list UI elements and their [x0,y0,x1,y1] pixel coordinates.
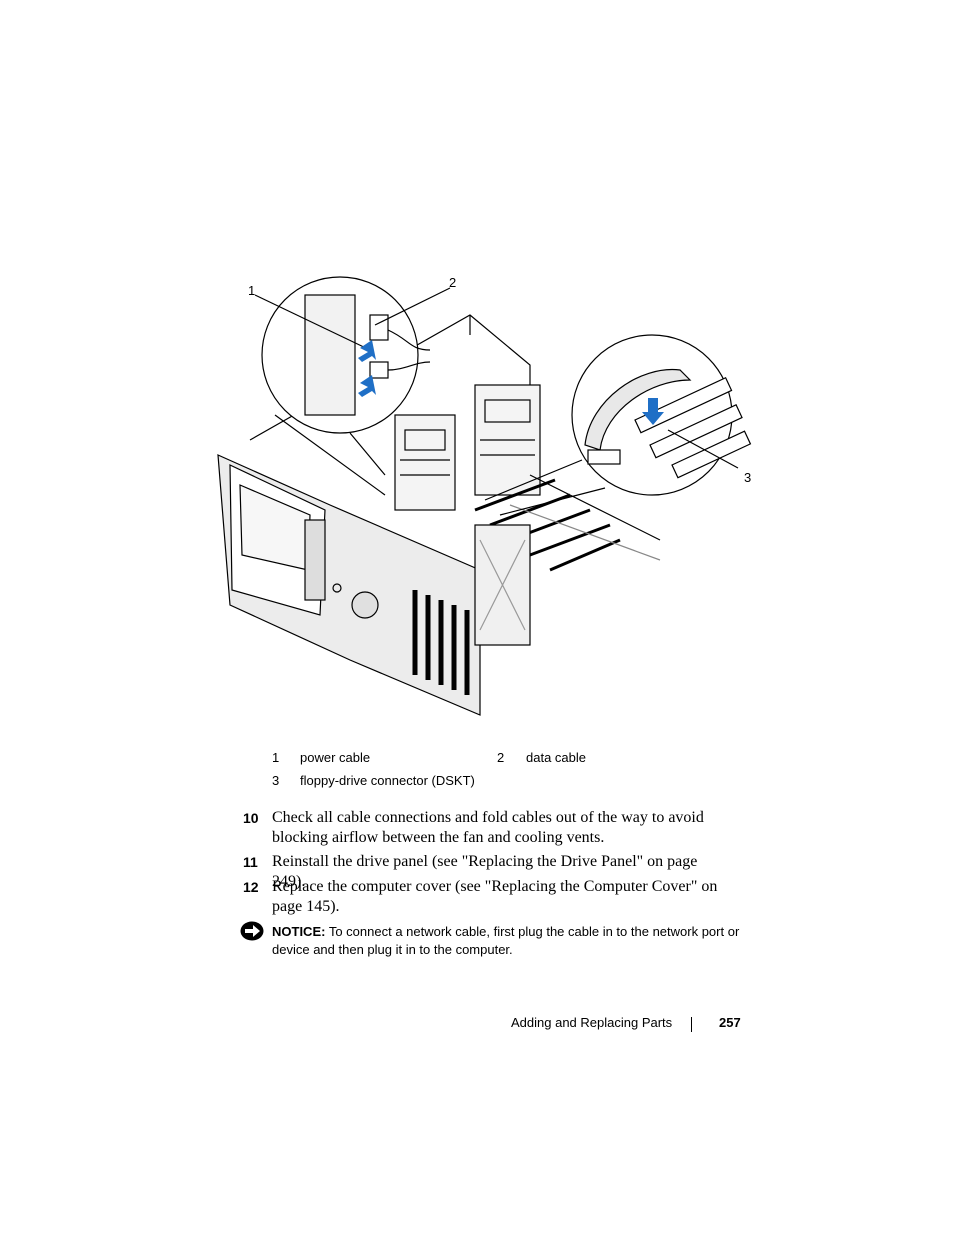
step-number: 12 [243,879,259,895]
legend-num-2: 2 [497,750,505,765]
notice-text: NOTICE: To connect a network cable, firs… [272,923,742,959]
notice-arrow-icon [240,921,264,941]
callout-3: 3 [744,470,752,485]
callout-1: 1 [248,283,256,298]
step-number: 11 [243,854,258,870]
legend-label-3: floppy-drive connector (DSKT) [300,773,475,788]
page-number: 257 [719,1015,741,1030]
callout-2: 2 [449,275,457,290]
step-text: Check all cable connections and fold cab… [272,809,704,846]
computer-drawing [217,276,752,716]
notice-body: To connect a network cable, first plug t… [272,924,740,957]
notice-label: NOTICE: [272,924,326,939]
step-text: Reinstall the drive panel (see "Replacin… [272,853,698,890]
legend-label-1: power cable [300,750,371,765]
step-number: 10 [243,810,259,826]
legend-num-1: 1 [272,750,280,765]
footer-section-title: Adding and Replacing Parts [511,1015,673,1030]
step-text: Replace the computer cover (see "Replaci… [272,878,718,915]
footer-divider [691,1017,692,1032]
legend-num-3: 3 [272,773,280,788]
legend-label-2: data cable [526,750,586,765]
computer-illustration: 1 2 3 [210,270,770,730]
